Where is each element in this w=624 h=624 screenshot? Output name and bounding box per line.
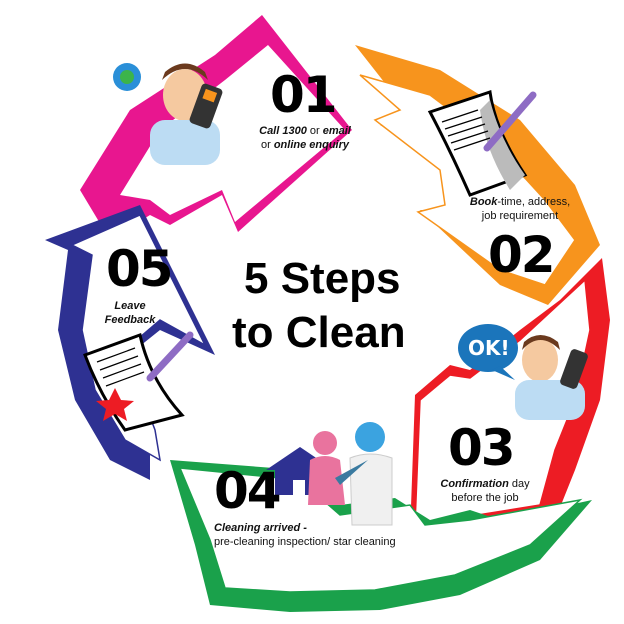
title-line-1: 5 Steps [244, 254, 401, 303]
step-02-bold: Book [469, 196, 498, 208]
step-04-text: pre-cleaning inspection/ star cleaning [214, 536, 396, 549]
step-05-bold: Leave [114, 300, 146, 312]
step-02-number: 02 [488, 226, 556, 284]
step-01-bold-3: online enquiry [273, 139, 350, 152]
step-05-bold-2: Feedback [104, 314, 156, 327]
step-03-bold: Confirmation [440, 478, 509, 490]
step-03-text-2: before the job [451, 492, 519, 505]
title-line-2: to Clean [232, 308, 406, 357]
step-04-bold: Cleaning arrived - [214, 522, 307, 534]
step-05-caption: Leave Feedback [95, 299, 165, 328]
house-people-icon [266, 422, 393, 526]
step-02-caption: Book-time, address, job requirement [455, 195, 585, 224]
step-02-text-2: job requirement [481, 210, 559, 223]
step-05-number: 05 [106, 240, 174, 298]
step-04-caption: Cleaning arrived - pre-cleaning inspecti… [214, 521, 414, 550]
step-03-text: day [508, 478, 530, 490]
step-04-number: 04 [214, 462, 282, 520]
diagram-title: 5 Steps to Clean [232, 252, 452, 360]
man-phone-icon [113, 63, 223, 165]
ok-bubble-icon [458, 324, 518, 380]
man-phone-icon-2 [515, 335, 588, 420]
step-02-text: -time, address, [497, 196, 571, 208]
step-03-number: 03 [448, 419, 516, 477]
ok-bubble-text: OK! [468, 336, 510, 360]
step-03-caption: Confirmation day before the job [420, 477, 550, 506]
step-01-text: or [306, 125, 323, 137]
step-01-text-2: or [260, 139, 274, 152]
step-01-number: 01 [270, 66, 338, 124]
step-01-bold: Call 1300 [259, 125, 307, 137]
step-01-bold-2: email [322, 125, 351, 137]
step-01-caption: Call 1300 or email or online enquiry [230, 124, 380, 153]
feedback-document-icon [83, 331, 194, 432]
document-pen-icon [427, 90, 537, 197]
arrow-step-04 [170, 460, 592, 612]
